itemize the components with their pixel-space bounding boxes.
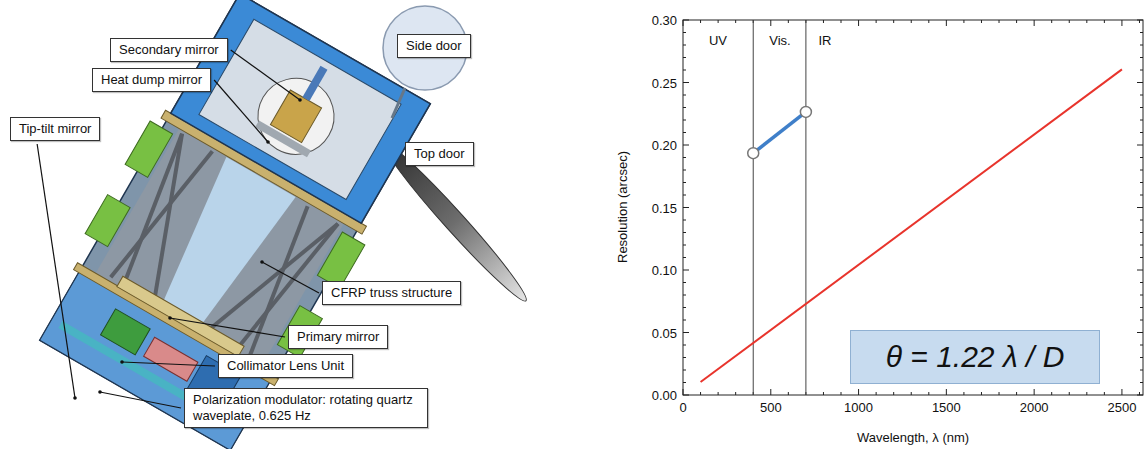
node-text: Heat dump mirror bbox=[101, 72, 202, 88]
callout-box: Heat dump mirror bbox=[92, 68, 211, 92]
callout-box: Primary mirror bbox=[288, 325, 388, 349]
y-tick-label: 0.05 bbox=[652, 325, 677, 340]
leader-dot bbox=[168, 316, 172, 320]
y-tick-label: 0.15 bbox=[652, 200, 677, 215]
node-text: Secondary mirror bbox=[119, 42, 219, 58]
y-tick-label: 0.25 bbox=[652, 75, 677, 90]
x-tick-label: 1500 bbox=[932, 400, 961, 415]
leader-line bbox=[262, 262, 319, 293]
leader-line bbox=[214, 80, 268, 142]
node-text: CFRP truss structure bbox=[331, 285, 452, 301]
callout-box: Side door bbox=[397, 34, 471, 58]
leader-dot bbox=[298, 98, 302, 102]
band-label: UV bbox=[709, 33, 727, 48]
node-text: Side door bbox=[406, 38, 462, 54]
leader-dot bbox=[98, 390, 102, 394]
callout-box: CFRP truss structure bbox=[322, 281, 461, 305]
callout-box: Polarization modulator: rotating quartz … bbox=[184, 388, 428, 428]
leader-line bbox=[100, 392, 181, 408]
formula-box: θ = 1.22 λ / D bbox=[850, 330, 1100, 384]
visible-range-line bbox=[753, 112, 806, 153]
node-text: Primary mirror bbox=[297, 329, 379, 345]
band-label: IR bbox=[819, 33, 832, 48]
x-tick-label: 2000 bbox=[1020, 400, 1049, 415]
y-tick-label: 0.00 bbox=[652, 388, 677, 403]
band-label: Vis. bbox=[769, 33, 790, 48]
callout-box: Tip-tilt mirror bbox=[10, 117, 100, 141]
x-tick-label: 2500 bbox=[1107, 400, 1136, 415]
leader-line bbox=[231, 50, 300, 100]
end-marker bbox=[748, 148, 759, 159]
leader-line bbox=[122, 362, 215, 366]
y-tick-label: 0.30 bbox=[652, 13, 677, 28]
x-tick-label: 500 bbox=[760, 400, 782, 415]
leader-dot bbox=[260, 260, 264, 264]
y-tick-label: 0.20 bbox=[652, 138, 677, 153]
axis-title: Wavelength, λ (nm) bbox=[857, 430, 969, 445]
y-ticks bbox=[683, 20, 1143, 395]
leader-dot bbox=[266, 140, 270, 144]
x-tick-label: 1000 bbox=[844, 400, 873, 415]
leader-line bbox=[37, 144, 75, 398]
leader-dot bbox=[120, 360, 124, 364]
y-tick-label: 0.10 bbox=[652, 263, 677, 278]
leader-line bbox=[170, 318, 285, 337]
node-text: Polarization modulator: rotating quartz … bbox=[193, 392, 419, 424]
telescope-body bbox=[28, 0, 443, 449]
node-text: Tip-tilt mirror bbox=[19, 121, 91, 137]
x-ticks bbox=[683, 20, 1139, 395]
axis-title: Resolution (arcsec) bbox=[615, 151, 630, 263]
node-text: θ = 1.22 λ / D bbox=[869, 339, 1081, 375]
callout-box: Secondary mirror bbox=[110, 38, 228, 62]
callout-box: Top door bbox=[405, 142, 474, 166]
band-divider bbox=[805, 20, 806, 395]
plot-frame bbox=[683, 20, 1143, 395]
node-text: Collimator Lens Unit bbox=[227, 358, 344, 374]
node-text: Top door bbox=[414, 146, 465, 162]
x-tick-label: 0 bbox=[679, 400, 686, 415]
side-door-shape bbox=[383, 6, 467, 118]
band-divider bbox=[753, 20, 754, 395]
leader-dot bbox=[73, 396, 77, 400]
callout-box: Collimator Lens Unit bbox=[218, 354, 353, 378]
end-marker bbox=[800, 106, 811, 117]
